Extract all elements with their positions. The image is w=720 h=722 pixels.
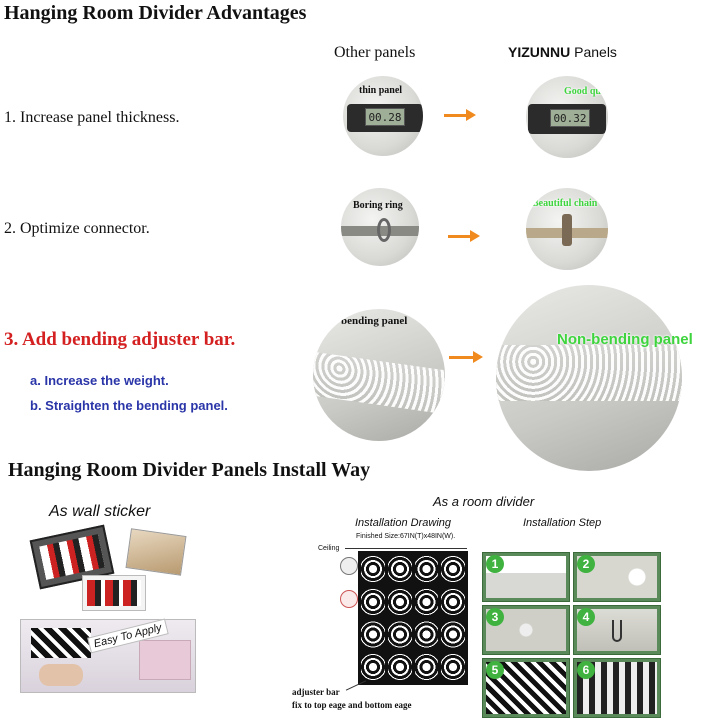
thin-panel-photo: 00.28 thin panel [343,76,423,156]
installation-step-label: Installation Step [523,517,602,529]
straight-panel [496,345,682,401]
caliper-right-readout: 00.32 [550,109,590,127]
good-quality-photo: 00.32 Good quality [526,76,608,158]
step-number: 3 [486,608,504,626]
adjuster-bar-line1: adjuster bar [292,687,340,697]
sticker-pattern [31,628,91,658]
adjuster-bar-line2: fix to top eage and bottom eage [292,700,412,710]
step-number: 6 [577,661,595,679]
section1-title: Hanging Room Divider Advantages [4,2,307,24]
step-3a-text: a. Increase the weight. [30,373,169,388]
caliper-left-readout: 00.28 [365,108,405,126]
step-2-text: 2. Optimize connector. [4,220,150,237]
tag-boring-ring: Boring ring [353,200,403,211]
section2-title: Hanging Room Divider Panels Install Way [8,459,371,481]
installation-drawing-label: Installation Drawing [355,517,451,529]
detail-connector-icon [340,590,358,608]
chain-icon [562,214,572,246]
arrow-right-icon [449,351,483,363]
bent-panel [313,351,445,415]
install-step-2: 2 [573,552,661,602]
tag-good-quality: Good quality [564,86,608,97]
tag-non-bending-panel: Non-bending panel [557,331,693,348]
adjuster-pointer-line [345,680,367,691]
step-3-text: 3. Add bending adjuster bar. [4,329,236,350]
wall-sticker-photo-2 [125,528,187,576]
step-number: 5 [486,661,504,679]
wall-sticker-label: As wall sticker [49,503,151,520]
beautiful-chain-photo: Beautiful chain [526,188,608,270]
column-header-other: Other panels [334,44,416,61]
sticker-sheet [139,640,191,680]
install-step-6: 6 [573,658,661,718]
step-number: 2 [577,555,595,573]
detail-hook-icon [340,557,358,575]
bending-panel-photo: bending panel [313,309,445,441]
install-step-1: 1 [482,552,570,602]
tag-thin-panel: thin panel [359,85,403,96]
install-step-3: 3 [482,605,570,655]
hand-icon [39,664,83,686]
boring-ring-photo: Boring ring [341,188,419,266]
finished-size-label: Finished Size:67IN(T)x48IN(W). [356,533,456,540]
caliper-left: 00.28 [347,104,423,132]
arrow-right-icon [444,109,476,121]
step-number: 4 [577,608,595,626]
arrow-right-icon [448,230,480,242]
tag-beautiful-chain: Beautiful chain [532,198,598,209]
column-header-yizunnu: YIZUNNU Panels [508,44,617,62]
caliper-right: 00.32 [528,104,606,134]
install-step-4: 4 [573,605,661,655]
tag-bending-panel: bending panel [341,315,408,327]
hook-icon [612,620,622,642]
ring-icon [377,218,391,242]
divider-panel-drawing [358,551,468,685]
ceiling-label: Ceiling [318,545,340,552]
brand-name: YIZUNNU [508,44,571,60]
easy-apply-photo [20,619,196,693]
step-number: 1 [486,555,504,573]
step-1-text: 1. Increase panel thickness. [4,109,180,126]
room-divider-label: As a room divider [433,494,535,509]
non-bending-panel-photo [496,285,682,471]
wall-sticker-photo-3 [82,575,146,611]
step-3b-text: b. Straighten the bending panel. [30,398,228,413]
brand-suffix: Panels [570,44,617,60]
ceiling-line [345,548,467,549]
install-step-5: 5 [482,658,570,718]
